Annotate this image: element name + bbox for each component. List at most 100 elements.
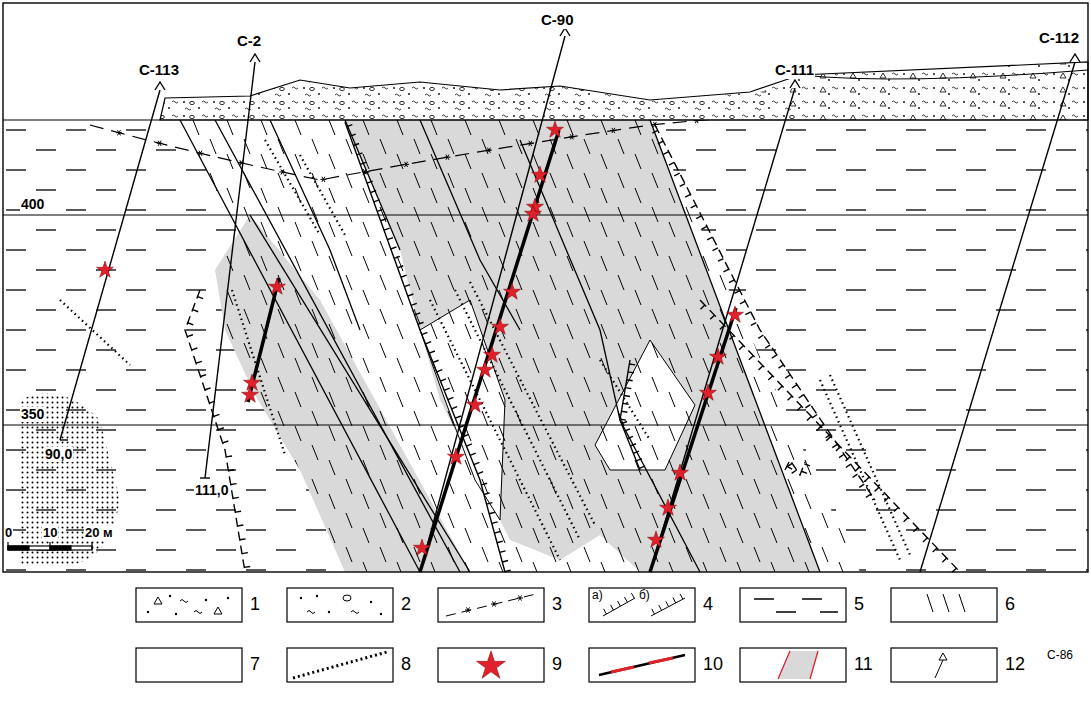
dotted-bands-part — [830, 375, 910, 555]
fault-tick — [497, 541, 503, 543]
fault-line — [620, 360, 640, 470]
section-ground-part — [3, 120, 1088, 572]
boreholes-part — [60, 90, 160, 440]
dotted-bands-part — [300, 155, 345, 235]
fault-tick — [360, 162, 366, 164]
ore-zone-part — [345, 120, 820, 572]
fault-tick — [859, 484, 864, 487]
fault-tick — [440, 379, 446, 381]
fault-tick — [866, 494, 871, 497]
contact-lines-part — [270, 120, 360, 330]
legend-sample-part — [293, 652, 387, 678]
fault-tick — [223, 441, 229, 443]
fault-tick — [778, 386, 782, 390]
sample-star — [671, 464, 688, 480]
fault-tick — [779, 365, 784, 368]
asterisk — [363, 169, 366, 174]
fault-tick — [674, 173, 679, 176]
elevation-label: 400 — [20, 197, 45, 212]
fault-tick — [805, 405, 810, 408]
asterisk — [612, 128, 615, 133]
sample-star — [546, 121, 563, 137]
asterisk — [529, 141, 532, 146]
dotted-body — [20, 393, 120, 565]
legend-sample-part — [754, 599, 838, 612]
legend-sample-part — [740, 588, 846, 622]
fault-tick — [740, 301, 745, 304]
fault-tick — [448, 397, 454, 399]
sample-star — [466, 396, 483, 412]
asterisk — [281, 169, 284, 174]
sample-star — [241, 386, 258, 402]
fault-tick — [659, 605, 662, 610]
legend-sample-part — [136, 648, 242, 682]
legend-number: 2 — [401, 595, 411, 615]
dotted-bands-part — [820, 380, 900, 560]
legend-sample-part — [438, 648, 544, 682]
fault-tick — [836, 447, 840, 451]
cover-part — [3, 119, 1088, 120]
depth-label: 90,0 — [44, 447, 73, 462]
fault-tick — [713, 248, 718, 251]
scale-bar-part — [50, 546, 71, 550]
borehole-label: С-113 — [138, 62, 180, 79]
fault-tick — [624, 597, 627, 602]
dotted-bands-part — [455, 290, 580, 540]
fault-tick — [797, 406, 801, 410]
legend-number: 5 — [854, 595, 864, 615]
asterisk — [612, 128, 615, 133]
depth-label: 111,0 — [194, 483, 230, 498]
scale-label: 0 — [4, 526, 13, 540]
fault-tick — [494, 532, 500, 534]
asterisk — [199, 151, 202, 156]
contact-lines-part — [520, 140, 700, 572]
legend-number: 3 — [552, 595, 562, 615]
fault-tick — [792, 385, 797, 388]
fault-tick — [768, 376, 772, 380]
fault-tick — [237, 524, 243, 526]
legend-sample-part — [939, 653, 947, 660]
sample-star — [96, 261, 113, 277]
fault-tick — [244, 566, 250, 568]
sample-star — [268, 278, 285, 294]
fault-tick — [923, 538, 927, 542]
asterisk — [446, 155, 449, 160]
fault-tick — [745, 312, 750, 315]
ore-zone-part — [595, 340, 695, 470]
legend-sample-part — [603, 593, 635, 616]
fault-tick — [481, 483, 487, 485]
sample-star — [659, 499, 676, 515]
asterisk — [519, 595, 522, 600]
fault-tick — [758, 335, 763, 338]
asterisk — [487, 148, 490, 153]
fault-tick — [627, 379, 633, 381]
fault-tick — [478, 472, 484, 474]
fault-tick — [620, 418, 626, 420]
fault-tick — [489, 512, 495, 514]
ore-zone-part — [595, 340, 695, 470]
elevation-lines-part — [3, 215, 1088, 216]
fault-tick — [799, 395, 804, 398]
fault-tick — [367, 181, 373, 183]
legend-sample — [891, 648, 997, 682]
legend-sample-part — [307, 611, 359, 614]
fault-tick — [826, 437, 830, 441]
boreholes-part — [60, 439, 68, 440]
fault-tick — [205, 388, 211, 390]
fault-tick — [418, 322, 424, 324]
contact-lines-part — [215, 120, 460, 572]
legend-sample-part — [740, 648, 846, 682]
fault-tick — [353, 143, 359, 145]
sample-star — [476, 361, 493, 377]
legend-number: 6 — [1005, 595, 1015, 615]
fault-tick — [630, 444, 636, 446]
fault-tick — [631, 593, 634, 598]
asterisk — [281, 169, 284, 174]
fault-tick — [629, 363, 635, 365]
fault-tick — [192, 348, 198, 350]
fault-tick — [452, 407, 458, 409]
scale-bar-part — [91, 542, 92, 550]
fault-tick — [700, 305, 704, 309]
fault-tick — [652, 130, 657, 133]
